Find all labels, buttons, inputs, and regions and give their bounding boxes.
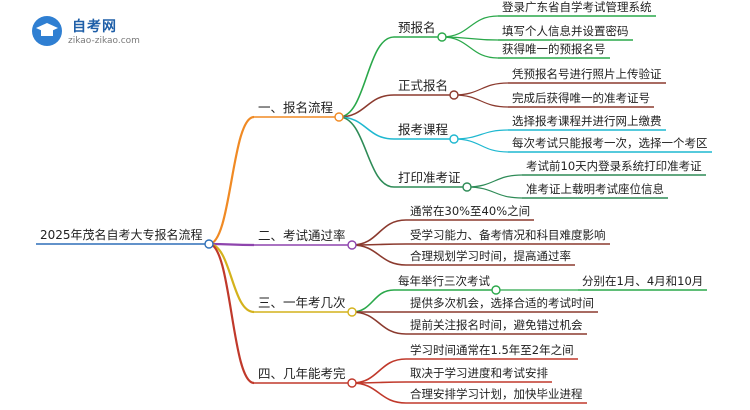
branch-link — [208, 242, 255, 385]
topic-pre-registration: 预报名 — [398, 20, 436, 35]
leaf-text: 填写个人信息并设置密码 — [502, 24, 629, 38]
topic-link — [338, 116, 395, 140]
branch-link — [208, 242, 255, 314]
leaf-link — [441, 15, 499, 38]
topic-knob — [462, 182, 472, 192]
branch-link — [208, 242, 255, 247]
topic-course-enrollment: 报考课程 — [398, 122, 449, 137]
topic-knob — [449, 90, 459, 100]
topic-formal-registration: 正式报名 — [398, 78, 449, 93]
leaf-text: 获得唯一的预报名号 — [502, 42, 606, 56]
topic-link — [338, 94, 395, 118]
leaf-text: 提前关注报名时间，避免错过机会 — [410, 318, 583, 332]
leaf-link — [453, 82, 509, 96]
logo-name: 自考网 — [72, 19, 117, 35]
branch-pass-rate: 二、考试通过率 — [258, 228, 346, 243]
topic-link — [351, 358, 407, 384]
topic-link — [338, 36, 395, 118]
leaf-text: 凭预报名号进行照片上传验证 — [512, 67, 662, 81]
leaf-text: 考试前10天内登录系统打印准考证 — [526, 159, 702, 173]
root-knob — [204, 239, 214, 249]
branch-link — [208, 115, 255, 246]
leaf-text: 分别在1月、4月和10月 — [582, 274, 704, 288]
graduation-cap-icon — [36, 23, 58, 36]
branch-exams-per-year: 三、一年考几次 — [258, 295, 346, 310]
leaf-link — [466, 174, 523, 188]
topic-link — [351, 311, 407, 335]
site-logo: 自考网 zikao-zikao.com — [28, 14, 178, 54]
leaf-link — [453, 129, 509, 140]
leaf-text: 准考证上载明考试座位信息 — [526, 182, 664, 196]
leaf-link — [453, 94, 509, 108]
branch-registration-process: 一、报名流程 — [258, 100, 334, 115]
leaf-text: 每次考试只能报考一次，选择一个考区 — [512, 136, 708, 150]
leaf-link — [453, 138, 509, 153]
topic-knob — [491, 285, 501, 295]
topic-link — [351, 382, 407, 404]
branch-knob — [347, 378, 357, 388]
topic-link — [338, 116, 395, 188]
topic-link — [351, 219, 407, 246]
topic-link — [351, 244, 407, 266]
leaf-text: 取决于学习进度和考试安排 — [410, 366, 548, 380]
leaf-text: 合理安排学习计划，加快毕业进程 — [410, 387, 583, 401]
leaf-text: 登录广东省自学考试管理系统 — [502, 0, 652, 14]
branch-knob — [334, 112, 344, 122]
leaf-text: 每年举行三次考试 — [398, 274, 490, 288]
topic-print-admission-ticket: 打印准考证 — [398, 170, 461, 185]
branch-years-to-finish: 四、几年能考完 — [258, 366, 346, 381]
logo-url: zikao-zikao.com — [68, 36, 140, 46]
topic-link — [351, 289, 395, 313]
topic-knob — [437, 32, 447, 42]
leaf-text: 学习时间通常在1.5年至2年之间 — [410, 343, 574, 357]
leaf-link — [441, 36, 499, 59]
leaf-text: 完成后获得唯一的准考证号 — [512, 91, 650, 105]
branch-knob — [347, 240, 357, 250]
topic-knob — [449, 134, 459, 144]
leaf-text: 通常在30%至40%之间 — [410, 204, 531, 218]
leaf-text: 选择报考课程并进行网上缴费 — [512, 114, 662, 128]
leaf-text: 受学习能力、备考情况和科目难度影响 — [410, 228, 606, 242]
root-topic: 2025年茂名自考大专报名流程 — [40, 228, 203, 242]
leaf-link — [466, 186, 523, 199]
leaf-text: 合理规划学习时间，提高通过率 — [410, 249, 571, 263]
branch-knob — [347, 307, 357, 317]
leaf-text: 提供多次机会，选择合适的考试时间 — [410, 296, 594, 310]
